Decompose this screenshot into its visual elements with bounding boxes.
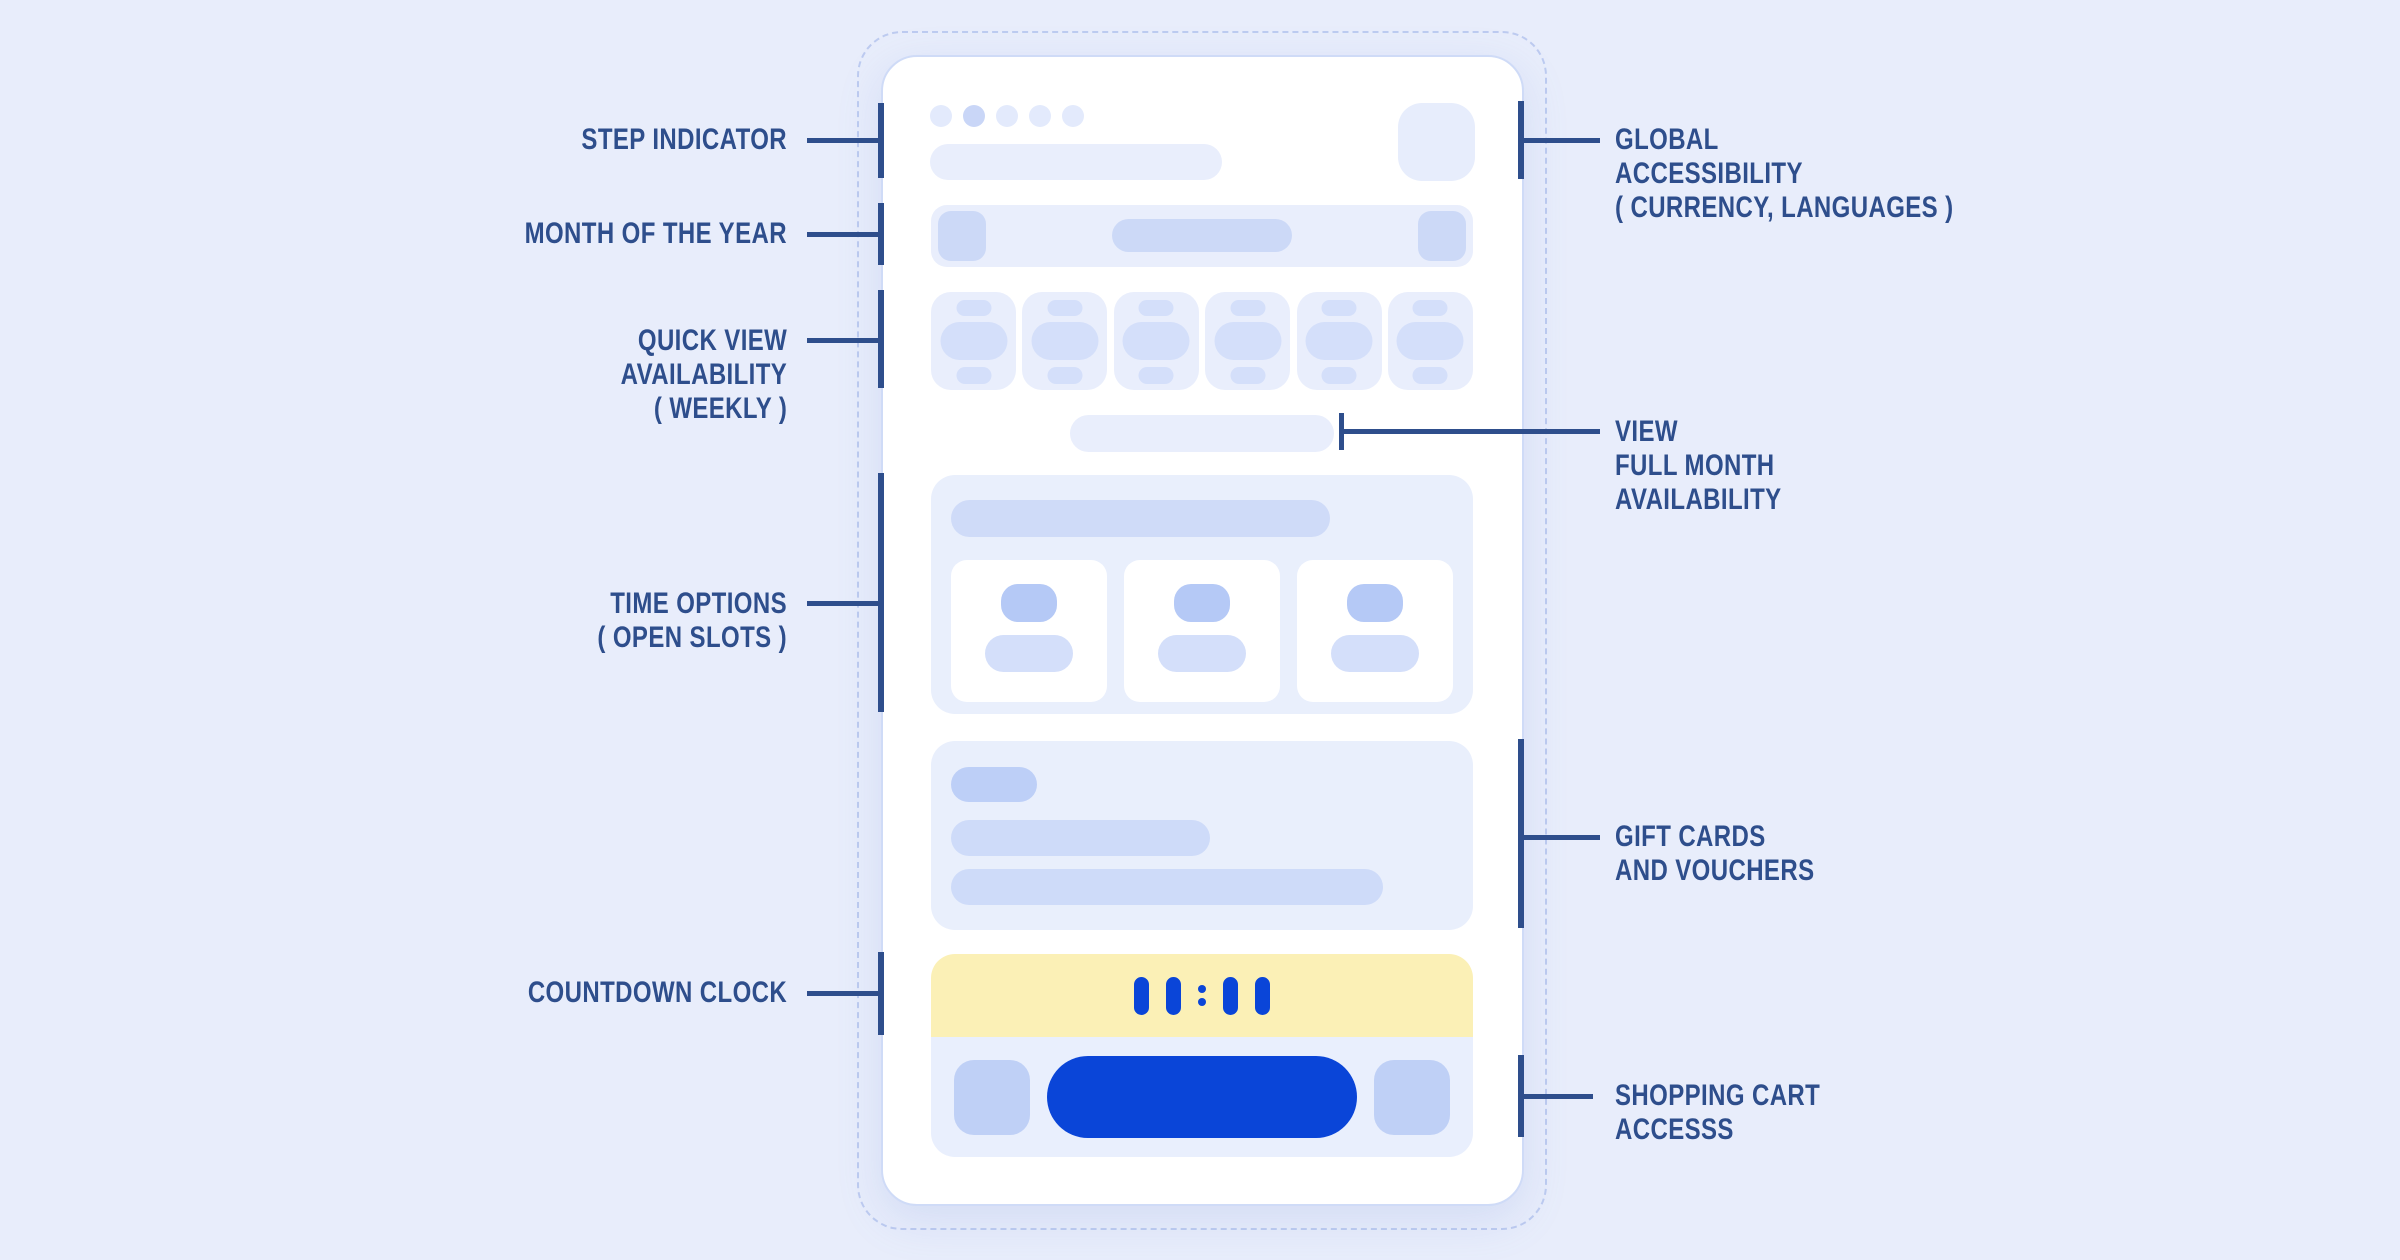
- step-dot[interactable]: [996, 105, 1018, 127]
- annotation-step-indicator: STEP INDICATOR: [581, 123, 787, 156]
- step-dot[interactable]: [963, 105, 985, 127]
- day-card[interactable]: [931, 292, 1016, 390]
- digit-bar: [1166, 976, 1181, 1015]
- day-card[interactable]: [1387, 292, 1473, 390]
- time-options-header-placeholder: [951, 500, 1330, 537]
- month-selector: [931, 205, 1473, 267]
- step-dot[interactable]: [1062, 105, 1084, 127]
- annotation-shopping-cart: SHOPPING CART ACCESSS: [1615, 1079, 1821, 1146]
- phone-mockup: [881, 55, 1524, 1206]
- colon: [1198, 977, 1206, 1015]
- bracket: [878, 103, 884, 178]
- countdown-clock: [931, 954, 1473, 1037]
- day-card[interactable]: [1205, 292, 1291, 390]
- connector-line: [807, 338, 878, 343]
- digit-bar: [1255, 976, 1270, 1015]
- connector-line: [807, 601, 878, 606]
- annotation-global-accessibility: GLOBAL ACCESSIBILITY ( CURRENCY, LANGUAG…: [1615, 123, 1954, 224]
- checkout-block: [931, 954, 1473, 1157]
- gift-text-placeholder: [951, 820, 1210, 856]
- time-slot-card[interactable]: [951, 560, 1107, 702]
- bracket: [1518, 101, 1524, 179]
- shopping-cart-button[interactable]: [1374, 1060, 1450, 1135]
- time-options-section: [931, 475, 1473, 714]
- connector-line: [807, 991, 878, 996]
- connector-line: [807, 138, 878, 143]
- step-indicator: [930, 105, 1084, 127]
- bracket: [878, 290, 884, 388]
- time-slot-row: [951, 560, 1453, 702]
- day-card[interactable]: [1022, 292, 1108, 390]
- view-full-month-button[interactable]: [1070, 415, 1334, 452]
- next-month-button[interactable]: [1418, 211, 1466, 261]
- primary-cta-button[interactable]: [1047, 1056, 1357, 1138]
- bracket: [878, 203, 884, 265]
- bracket: [1518, 1055, 1524, 1137]
- connector-line: [1524, 1094, 1593, 1099]
- connector-line: [1524, 835, 1600, 840]
- gift-badge-placeholder: [951, 767, 1037, 802]
- annotation-countdown-clock: COUNTDOWN CLOCK: [527, 976, 787, 1009]
- secondary-action-button[interactable]: [954, 1060, 1030, 1135]
- connector-line: [1524, 138, 1600, 143]
- annotation-month-of-the-year: MONTH OF THE YEAR: [524, 217, 787, 250]
- step-dot[interactable]: [930, 105, 952, 127]
- month-label-placeholder: [1112, 219, 1292, 252]
- connector-line: [807, 232, 878, 237]
- annotation-view-full-month: VIEW FULL MONTH AVAILABILITY: [1615, 415, 1782, 516]
- gift-text-placeholder: [951, 869, 1383, 905]
- bracket: [878, 952, 884, 1035]
- time-slot-card[interactable]: [1124, 560, 1280, 702]
- title-placeholder: [930, 144, 1222, 180]
- day-card[interactable]: [1113, 292, 1199, 390]
- digit-bar: [1134, 976, 1149, 1015]
- annotation-quick-view-availability: QUICK VIEW AVAILABILITY ( WEEKLY ): [620, 324, 787, 425]
- bracket: [878, 473, 884, 712]
- day-card[interactable]: [1296, 292, 1382, 390]
- annotation-time-options: TIME OPTIONS ( OPEN SLOTS ): [597, 587, 787, 654]
- pointer-tick: [1339, 413, 1344, 450]
- dashed-frame: [857, 31, 1547, 1230]
- connector-line: [1344, 429, 1600, 434]
- time-slot-card[interactable]: [1297, 560, 1453, 702]
- annotation-gift-cards: GIFT CARDS AND VOUCHERS: [1615, 820, 1815, 887]
- prev-month-button[interactable]: [938, 211, 986, 261]
- week-quick-view: [931, 292, 1473, 390]
- gift-cards-section[interactable]: [931, 741, 1473, 930]
- step-dot[interactable]: [1029, 105, 1051, 127]
- digit-bar: [1223, 976, 1238, 1015]
- bottom-action-bar: [931, 1037, 1473, 1157]
- bracket: [1518, 739, 1524, 928]
- global-accessibility-button[interactable]: [1398, 103, 1475, 181]
